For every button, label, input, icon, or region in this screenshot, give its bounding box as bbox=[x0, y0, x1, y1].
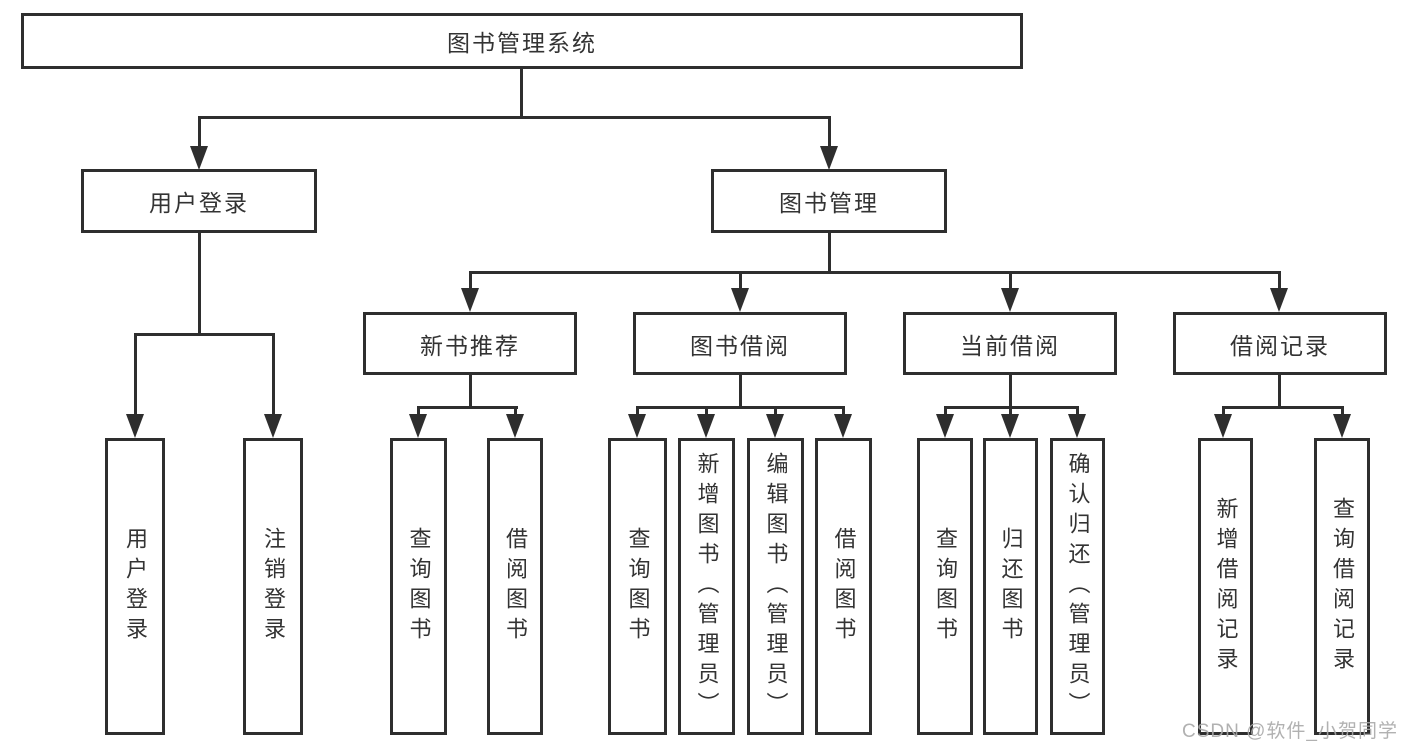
leaf-borrow-book-recommend: 借阅图书 bbox=[487, 438, 543, 735]
arrow-down-icon bbox=[936, 414, 954, 438]
arrow-down-icon bbox=[126, 414, 144, 438]
connector-vline bbox=[1222, 406, 1225, 418]
leaf-return-book: 归还图书 bbox=[983, 438, 1038, 735]
connector-vline bbox=[198, 116, 201, 149]
leaf-logout-login: 注销登录 bbox=[243, 438, 303, 735]
connector-vline bbox=[774, 406, 777, 418]
leaf-query-borrow-record: 查询借阅记录 bbox=[1314, 438, 1370, 735]
connector-vline bbox=[1278, 373, 1281, 408]
node-current-borrowing: 当前借阅 bbox=[903, 312, 1117, 375]
connector-hline bbox=[469, 271, 1281, 274]
arrow-down-icon bbox=[506, 414, 524, 438]
arrow-down-icon bbox=[731, 288, 749, 312]
node-label: 图书借阅 bbox=[690, 332, 790, 359]
connector-vline bbox=[134, 333, 137, 417]
node-root: 图书管理系统 bbox=[21, 13, 1023, 69]
arrow-down-icon bbox=[409, 414, 427, 438]
arrow-down-icon bbox=[264, 414, 282, 438]
connector-vline bbox=[1278, 271, 1281, 291]
leaf-label: 借阅图书 bbox=[503, 526, 528, 647]
connector-vline bbox=[1009, 406, 1012, 418]
leaf-label: 新增图书（管理员） bbox=[694, 451, 720, 722]
watermark-text: CSDN @软件_小贺同学 bbox=[1182, 721, 1398, 742]
connector-vline bbox=[520, 66, 523, 118]
arrow-down-icon bbox=[461, 288, 479, 312]
node-book-management: 图书管理 bbox=[711, 169, 947, 233]
leaf-query-book-recommend: 查询图书 bbox=[390, 438, 447, 735]
connector-vline bbox=[705, 406, 708, 418]
leaf-label: 查询图书 bbox=[625, 526, 651, 647]
connector-vline bbox=[272, 333, 275, 417]
leaf-borrow-book: 借阅图书 bbox=[815, 438, 872, 735]
leaf-query-book-current: 查询图书 bbox=[917, 438, 973, 735]
leaf-label: 编辑图书（管理员） bbox=[763, 451, 789, 722]
leaf-label: 借阅图书 bbox=[831, 526, 857, 647]
leaf-label: 确认归还（管理员） bbox=[1065, 451, 1091, 722]
node-label: 新书推荐 bbox=[420, 332, 520, 359]
connector-vline bbox=[944, 406, 947, 418]
arrow-down-icon bbox=[190, 146, 208, 170]
connector-vline bbox=[514, 406, 517, 418]
node-borrow-records: 借阅记录 bbox=[1173, 312, 1387, 375]
arrow-down-icon bbox=[1333, 414, 1351, 438]
arrow-down-icon bbox=[1001, 414, 1019, 438]
leaf-label: 归还图书 bbox=[998, 526, 1024, 647]
connector-vline bbox=[417, 406, 420, 418]
leaf-confirm-return-admin: 确认归还（管理员） bbox=[1050, 438, 1105, 735]
arrow-down-icon bbox=[1068, 414, 1086, 438]
arrow-down-icon bbox=[1001, 288, 1019, 312]
arrow-down-icon bbox=[628, 414, 646, 438]
leaf-add-book-admin: 新增图书（管理员） bbox=[678, 438, 735, 735]
connector-vline bbox=[469, 271, 472, 291]
node-book-borrowing: 图书借阅 bbox=[633, 312, 847, 375]
connector-vline bbox=[198, 231, 201, 335]
connector-vline bbox=[1341, 406, 1344, 418]
connector-vline bbox=[1009, 373, 1012, 408]
node-user-login: 用户登录 bbox=[81, 169, 317, 233]
node-label: 图书管理 bbox=[779, 190, 879, 216]
leaf-label: 用户登录 bbox=[123, 526, 148, 647]
leaf-user-login: 用户登录 bbox=[105, 438, 165, 735]
connector-hline bbox=[636, 406, 845, 409]
connector-hline bbox=[1222, 406, 1344, 409]
arrow-down-icon bbox=[697, 414, 715, 438]
connector-hline bbox=[134, 333, 275, 336]
leaf-query-book-borrow: 查询图书 bbox=[608, 438, 667, 735]
node-new-book-recommend: 新书推荐 bbox=[363, 312, 577, 375]
arrow-down-icon bbox=[820, 146, 838, 170]
connector-vline bbox=[1009, 271, 1012, 291]
connector-hline bbox=[417, 406, 518, 409]
connector-vline bbox=[1076, 406, 1079, 418]
leaf-edit-book-admin: 编辑图书（管理员） bbox=[747, 438, 804, 735]
arrow-down-icon bbox=[1214, 414, 1232, 438]
connector-vline bbox=[828, 116, 831, 149]
connector-vline bbox=[469, 373, 472, 408]
leaf-label: 查询借阅记录 bbox=[1330, 496, 1355, 677]
arrow-down-icon bbox=[766, 414, 784, 438]
node-label: 借阅记录 bbox=[1230, 332, 1330, 359]
connector-vline bbox=[842, 406, 845, 418]
arrow-down-icon bbox=[834, 414, 852, 438]
leaf-label: 新增借阅记录 bbox=[1213, 496, 1239, 677]
leaf-label: 查询图书 bbox=[933, 526, 958, 647]
leaf-label: 查询图书 bbox=[406, 526, 432, 647]
leaf-label: 注销登录 bbox=[261, 526, 286, 647]
connector-vline bbox=[739, 271, 742, 291]
connector-vline bbox=[739, 373, 742, 408]
leaf-add-borrow-record: 新增借阅记录 bbox=[1198, 438, 1253, 735]
connector-vline bbox=[636, 406, 639, 418]
node-label: 图书管理系统 bbox=[447, 30, 597, 56]
node-label: 当前借阅 bbox=[960, 332, 1060, 359]
connector-vline bbox=[828, 231, 831, 273]
connector-hline bbox=[198, 116, 830, 119]
node-label: 用户登录 bbox=[149, 190, 249, 216]
arrow-down-icon bbox=[1270, 288, 1288, 312]
